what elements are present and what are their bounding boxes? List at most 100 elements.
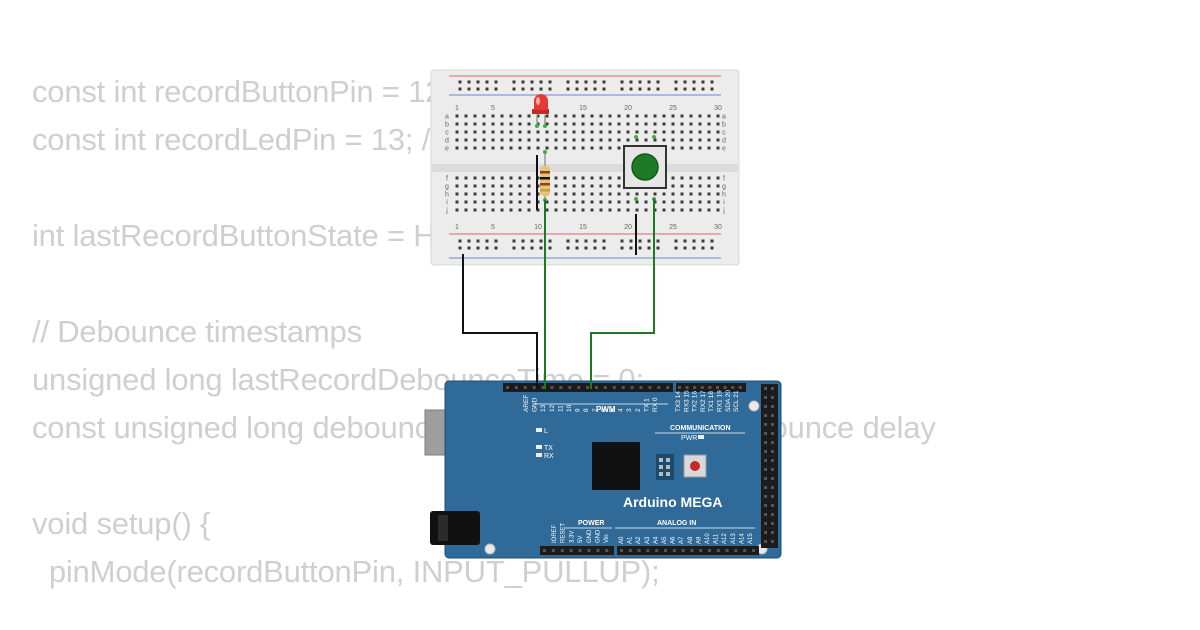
breadboard-hole (662, 122, 666, 126)
connection-dot (543, 150, 547, 154)
breadboard-hole (518, 146, 522, 150)
breadboard-hole (635, 114, 639, 118)
header-pin (725, 549, 729, 552)
header-pin (764, 486, 767, 489)
breadboard-hole (530, 246, 534, 250)
breadboard-hole (617, 184, 621, 188)
header-pin (771, 513, 774, 516)
gnd-wire-arduino[interactable] (462, 254, 538, 389)
breadboard-hole (536, 130, 540, 134)
breadboard-hole (716, 130, 720, 134)
breadboard-hole (698, 130, 702, 134)
header-pin (771, 468, 774, 471)
breadboard-hole (491, 114, 495, 118)
breadboard-hole (662, 130, 666, 134)
header-pin (716, 549, 720, 552)
breadboard-hole (653, 130, 657, 134)
breadboard-hole (599, 208, 603, 212)
breadboard-hole (521, 87, 525, 91)
push-button[interactable] (623, 135, 667, 201)
breadboard-hole (512, 239, 516, 243)
resistor-band (540, 183, 550, 186)
breadboard-hole (548, 239, 552, 243)
breadboard-hole (626, 114, 630, 118)
breadboard-hole (680, 130, 684, 134)
breadboard-hole (572, 192, 576, 196)
breadboard-hole (512, 80, 516, 84)
breadboard-hole (599, 192, 603, 196)
breadboard-label: e (722, 146, 726, 153)
breadboard-hole (527, 138, 531, 142)
breadboard-hole (491, 176, 495, 180)
breadboard-hole (593, 246, 597, 250)
breadboard-hole (707, 208, 711, 212)
wires[interactable] (462, 155, 655, 389)
breadboard-hole (707, 138, 711, 142)
breadboard-hole (512, 87, 516, 91)
pin-label: GND (596, 529, 602, 543)
breadboard-hole (539, 87, 543, 91)
connection-dot (634, 135, 638, 139)
breadboard-hole (575, 87, 579, 91)
breadboard-hole (680, 122, 684, 126)
breadboard-hole (485, 239, 489, 243)
breadboard-hole (518, 192, 522, 196)
breadboard-hole (545, 208, 549, 212)
breadboard-hole (527, 176, 531, 180)
header-pin (620, 549, 623, 552)
icsp-pin (666, 458, 670, 462)
breadboard-hole (671, 200, 675, 204)
breadboard-hole (635, 208, 639, 212)
breadboard-hole (455, 200, 459, 204)
resistor-band (540, 189, 550, 192)
breadboard-hole (608, 114, 612, 118)
breadboard-hole (581, 146, 585, 150)
breadboard-hole (590, 184, 594, 188)
header-pin (603, 386, 607, 389)
breadboard-hole (572, 130, 576, 134)
breadboard-hole (698, 138, 702, 142)
breadboard-hole (545, 114, 549, 118)
breadboard-hole (689, 176, 693, 180)
icsp-pin (666, 472, 670, 476)
header-pin (681, 549, 685, 552)
header-pin (771, 405, 774, 408)
pwr-led-label: PWR (681, 435, 697, 442)
header-pin (716, 386, 719, 389)
resistor[interactable] (540, 150, 550, 202)
red-led[interactable] (532, 94, 549, 128)
breadboard-hole (689, 208, 693, 212)
tx-led (536, 445, 542, 449)
breadboard-hole (566, 87, 570, 91)
breadboard-hole (485, 80, 489, 84)
pin-label: 13 (540, 404, 547, 412)
center-channel (432, 164, 738, 172)
breadboard-label: 25 (669, 105, 677, 112)
pin-label: 6 (600, 408, 607, 412)
header-pin (764, 504, 767, 507)
breadboard-hole (500, 200, 504, 204)
icsp-pin (666, 465, 670, 469)
power-label: POWER (578, 520, 604, 527)
breadboard-hole (599, 176, 603, 180)
button-cap[interactable] (631, 153, 659, 181)
header-pin (771, 450, 774, 453)
pin-label: TX 1 (643, 398, 650, 412)
breadboard-label: 1 (455, 105, 459, 112)
breadboard-hole (716, 200, 720, 204)
breadboard-hole (671, 176, 675, 180)
pin-label: A12 (722, 533, 728, 544)
breadboard-hole (617, 122, 621, 126)
breadboard-hole (617, 192, 621, 196)
communication-label: COMMUNICATION (670, 425, 731, 432)
breadboard-hole (683, 239, 687, 243)
breadboard-hole (599, 114, 603, 118)
breadboard-hole (647, 239, 651, 243)
reset-button-cap[interactable] (690, 461, 700, 471)
breadboard-hole (473, 138, 477, 142)
breadboard[interactable]: 115510101515202025253030aabbccddeeffgghh… (430, 69, 740, 266)
header-pin (637, 549, 641, 552)
header-pin (738, 386, 742, 389)
pin12-wire[interactable] (590, 199, 655, 389)
